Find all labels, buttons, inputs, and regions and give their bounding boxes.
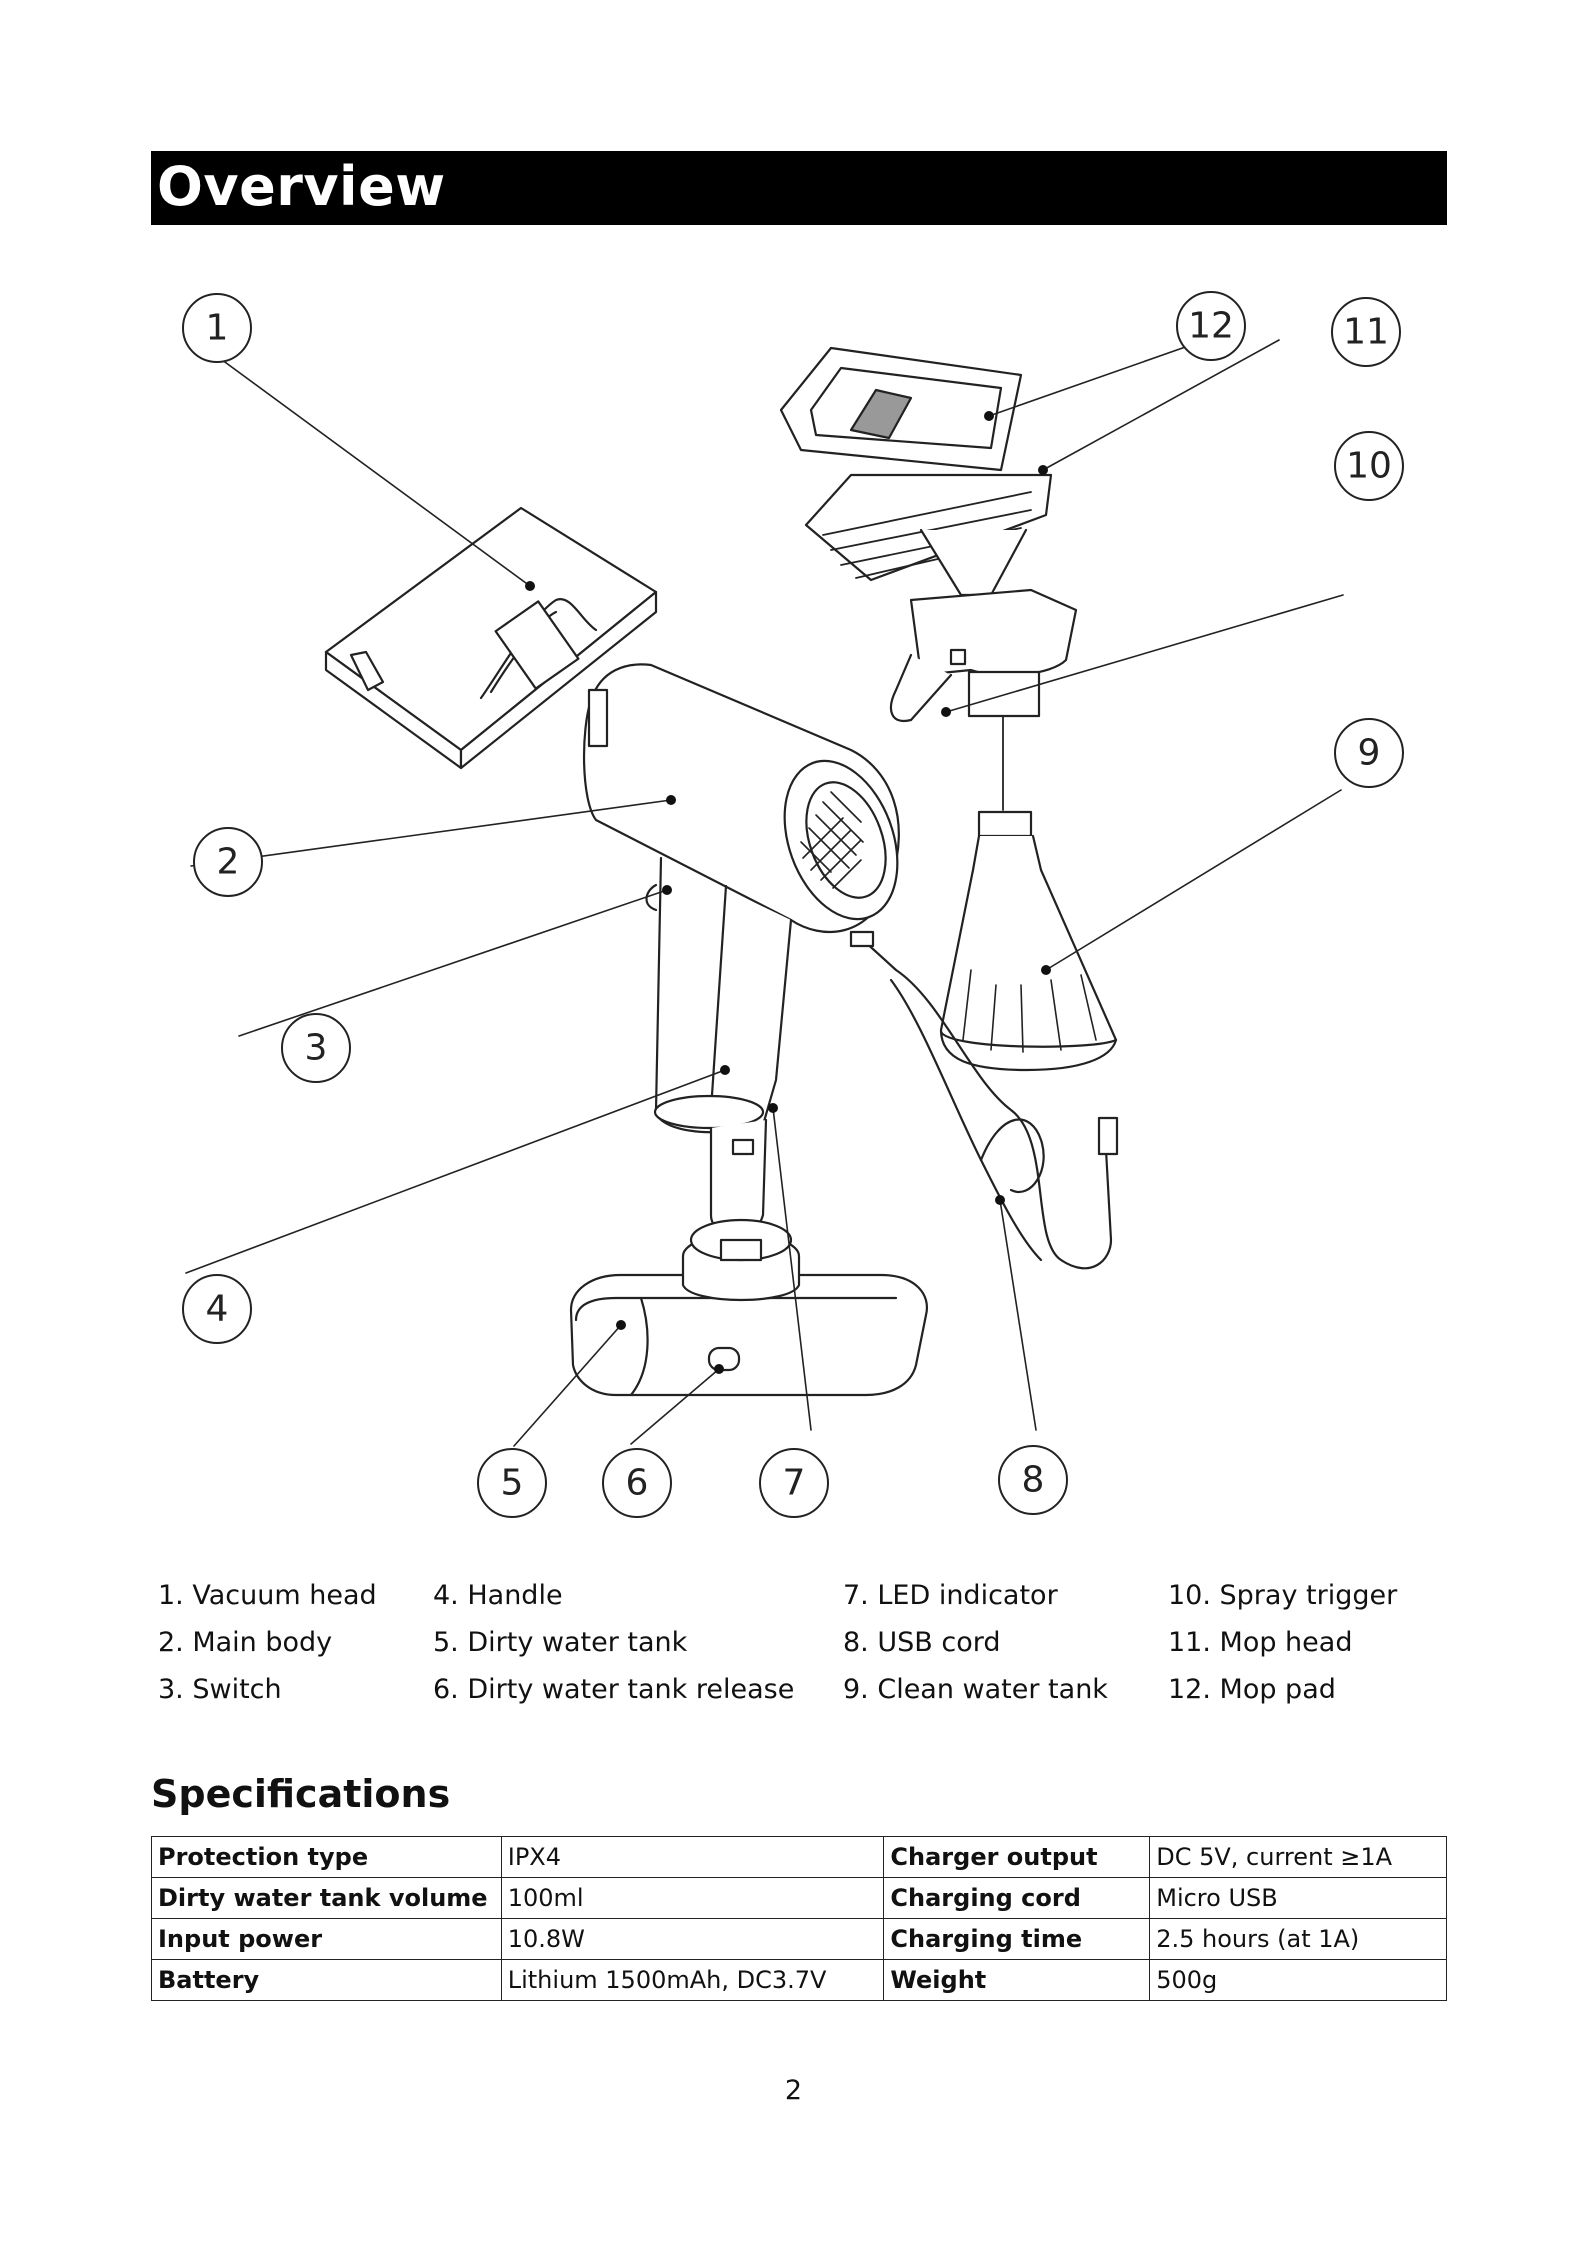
exploded-product-diagram: 1 2 3 4 5 6 7 8 9 10 11 12	[182, 291, 1404, 1518]
spec-value: Micro USB	[1149, 1877, 1447, 1919]
table-row: Input power 10.8W Charging time 2.5 hour…	[151, 1918, 1447, 1960]
table-row: Battery Lithium 1500mAh, DC3.7V Weight 5…	[151, 1959, 1447, 2001]
legend-item: 5. Dirty water tank	[433, 1627, 688, 1658]
callout-12: 12	[1188, 306, 1234, 347]
legend-column-3: 7. LED indicator 8. USB cord 9. Clean wa…	[843, 1572, 1108, 1713]
legend-item: 6. Dirty water tank release	[433, 1674, 795, 1705]
spec-key: Charging cord	[883, 1877, 1151, 1919]
spec-value: 100ml	[500, 1877, 885, 1919]
legend-item: 3. Switch	[158, 1674, 282, 1705]
callout-7: 7	[783, 1463, 806, 1504]
spec-value: 10.8W	[500, 1918, 885, 1960]
legend-item: 9. Clean water tank	[843, 1674, 1108, 1705]
legend-item: 4. Handle	[433, 1580, 563, 1611]
spec-value: IPX4	[500, 1836, 885, 1878]
spec-value: DC 5V, current ≥1A	[1149, 1836, 1447, 1878]
callout-3: 3	[305, 1028, 328, 1069]
spec-key: Dirty water tank volume	[151, 1877, 502, 1919]
mop-head-part	[804, 473, 1053, 597]
spray-trigger-part	[889, 588, 1078, 723]
spec-key: Protection type	[151, 1836, 502, 1878]
specifications-table: Protection type IPX4 Charger output DC 5…	[151, 1836, 1447, 2001]
legend-item: 8. USB cord	[843, 1627, 1001, 1658]
dirty-water-tank-part	[569, 1218, 929, 1397]
usb-cord-part	[849, 930, 1119, 1270]
table-row: Protection type IPX4 Charger output DC 5…	[151, 1836, 1447, 1878]
spec-value: Lithium 1500mAh, DC3.7V	[500, 1959, 885, 2001]
vacuum-head-part	[324, 506, 658, 770]
legend-column-2: 4. Handle 5. Dirty water tank 6. Dirty w…	[433, 1572, 794, 1713]
callout-5: 5	[501, 1463, 524, 1504]
overview-title: Overview	[157, 155, 446, 218]
callout-11: 11	[1343, 312, 1389, 353]
legend-item: 12. Mop pad	[1168, 1674, 1336, 1705]
legend-column-1: 1. Vacuum head 2. Main body 3. Switch	[158, 1572, 377, 1713]
callout-1: 1	[206, 308, 229, 349]
spec-key: Input power	[151, 1918, 502, 1960]
spec-key: Charger output	[883, 1836, 1151, 1878]
overview-title-bar: Overview	[151, 151, 1447, 225]
legend-item: 1. Vacuum head	[158, 1580, 377, 1611]
callout-6: 6	[626, 1463, 649, 1504]
legend-item: 2. Main body	[158, 1627, 333, 1658]
spec-value: 500g	[1149, 1959, 1447, 2001]
mop-pad-part	[779, 346, 1023, 472]
leader-dots	[525, 411, 1051, 1374]
legend-item: 10. Spray trigger	[1168, 1580, 1398, 1611]
callout-8: 8	[1022, 1460, 1045, 1501]
spec-key: Charging time	[883, 1918, 1151, 1960]
callout-4: 4	[206, 1289, 229, 1330]
legend-item: 7. LED indicator	[843, 1580, 1058, 1611]
main-body-part	[582, 663, 900, 1235]
table-row: Dirty water tank volume 100ml Charging c…	[151, 1877, 1447, 1919]
legend-column-4: 10. Spray trigger 11. Mop head 12. Mop p…	[1168, 1572, 1397, 1713]
spec-key: Weight	[883, 1959, 1151, 2001]
legend-item: 11. Mop head	[1168, 1627, 1353, 1658]
leader-lines	[183, 331, 1344, 1447]
callout-10: 10	[1346, 446, 1392, 487]
clean-water-tank-part	[939, 715, 1118, 1072]
page-number: 2	[784, 2075, 803, 2106]
callout-2: 2	[217, 842, 240, 883]
spec-value: 2.5 hours (at 1A)	[1149, 1918, 1447, 1960]
callout-9: 9	[1358, 733, 1381, 774]
spec-key: Battery	[151, 1959, 502, 2001]
specifications-heading: Specifications	[151, 1772, 451, 1816]
